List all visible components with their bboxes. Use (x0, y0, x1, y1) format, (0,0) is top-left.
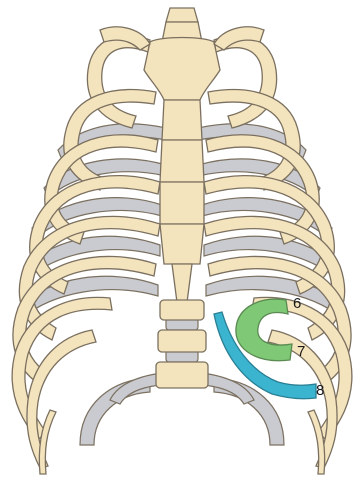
callout-6: 6 (293, 295, 301, 312)
callout-7: 7 (297, 343, 305, 360)
callout-8: 8 (316, 382, 324, 399)
cartilage-highlight-green (236, 299, 292, 361)
